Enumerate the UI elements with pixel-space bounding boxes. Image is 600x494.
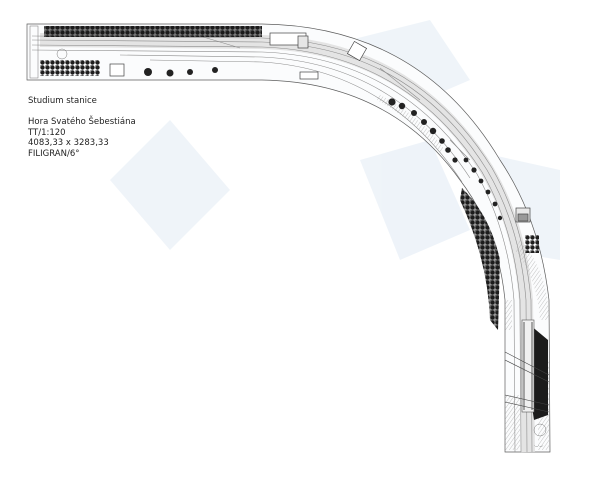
caption-title: Studium stanice <box>28 96 97 106</box>
buildings <box>109 32 531 223</box>
caption-location: Hora Svatého Šebestiána <box>28 117 136 128</box>
plan-caption: Studium stanice Hora Svatého Šebestiána … <box>28 96 136 160</box>
caption-track-system: FILIGRAN/6° <box>28 148 80 159</box>
scattered-trees <box>144 67 503 221</box>
caption-dimensions: 4083,33 x 3283,33 <box>28 138 109 149</box>
caption-scale: TT/1:120 <box>28 127 66 138</box>
baseboard-outline <box>26 23 551 453</box>
goods-shed <box>346 40 368 62</box>
tracks <box>31 35 533 453</box>
scale-mark: ·—·—· <box>534 444 544 448</box>
tree-belts <box>40 26 548 420</box>
caption-gap <box>28 107 136 118</box>
viaduct <box>504 319 550 413</box>
misc-details <box>29 25 547 437</box>
